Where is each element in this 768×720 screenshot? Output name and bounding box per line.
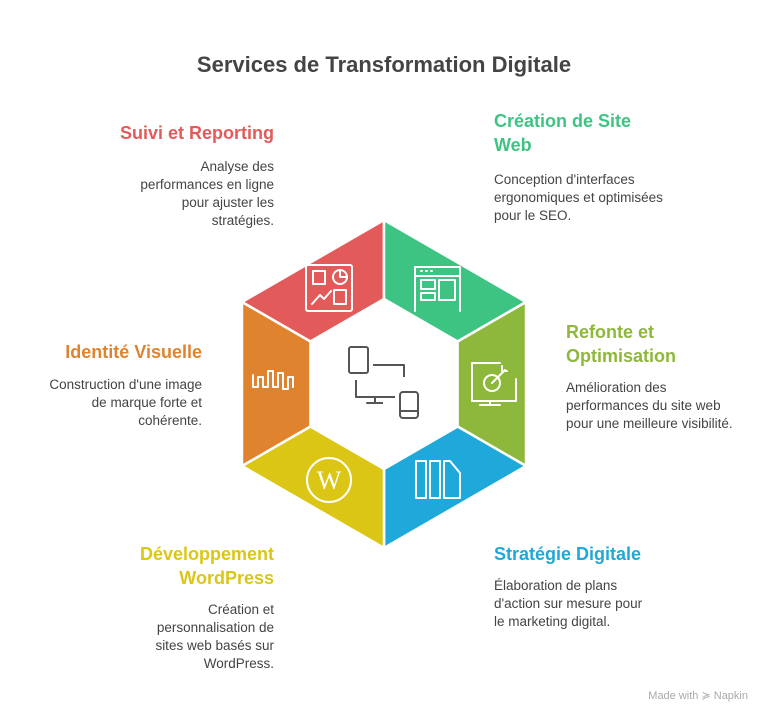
segment-identite	[240, 300, 312, 468]
monitor-target-icon	[471, 362, 517, 406]
website-layout-icon	[414, 266, 461, 312]
item-title: Stratégie Digitale	[494, 544, 642, 564]
strategy-blocks-icon	[415, 460, 461, 499]
item-title: Identité Visuelle	[65, 342, 202, 362]
item-desc: Conception d'interfaces ergonomiques et …	[494, 172, 663, 223]
item-desc: Analyse des performances en ligne pour a…	[140, 159, 274, 228]
dashboard-icon	[305, 264, 353, 312]
devices-icon	[348, 346, 419, 419]
footer-credit: Made with ≽ Napkin	[648, 690, 748, 702]
item-desc: Élaboration de plans d'action sur mesure…	[494, 578, 643, 629]
svg-text:W: W	[317, 466, 342, 495]
item-desc: Construction d'une image de marque forte…	[49, 377, 202, 428]
waveform-icon	[252, 370, 294, 390]
wordpress-icon: W	[306, 457, 352, 503]
item-title: Création de Site Web	[494, 111, 632, 155]
item-desc: Création et personnalisation de sites we…	[155, 602, 274, 671]
item-desc: Amélioration des performances du site we…	[566, 380, 733, 431]
item-title: Refonte et Optimisation	[566, 322, 677, 366]
item-title: Développement WordPress	[139, 544, 274, 588]
page-title: Services de Transformation Digitale	[196, 52, 572, 77]
item-title: Suivi et Reporting	[119, 123, 274, 143]
